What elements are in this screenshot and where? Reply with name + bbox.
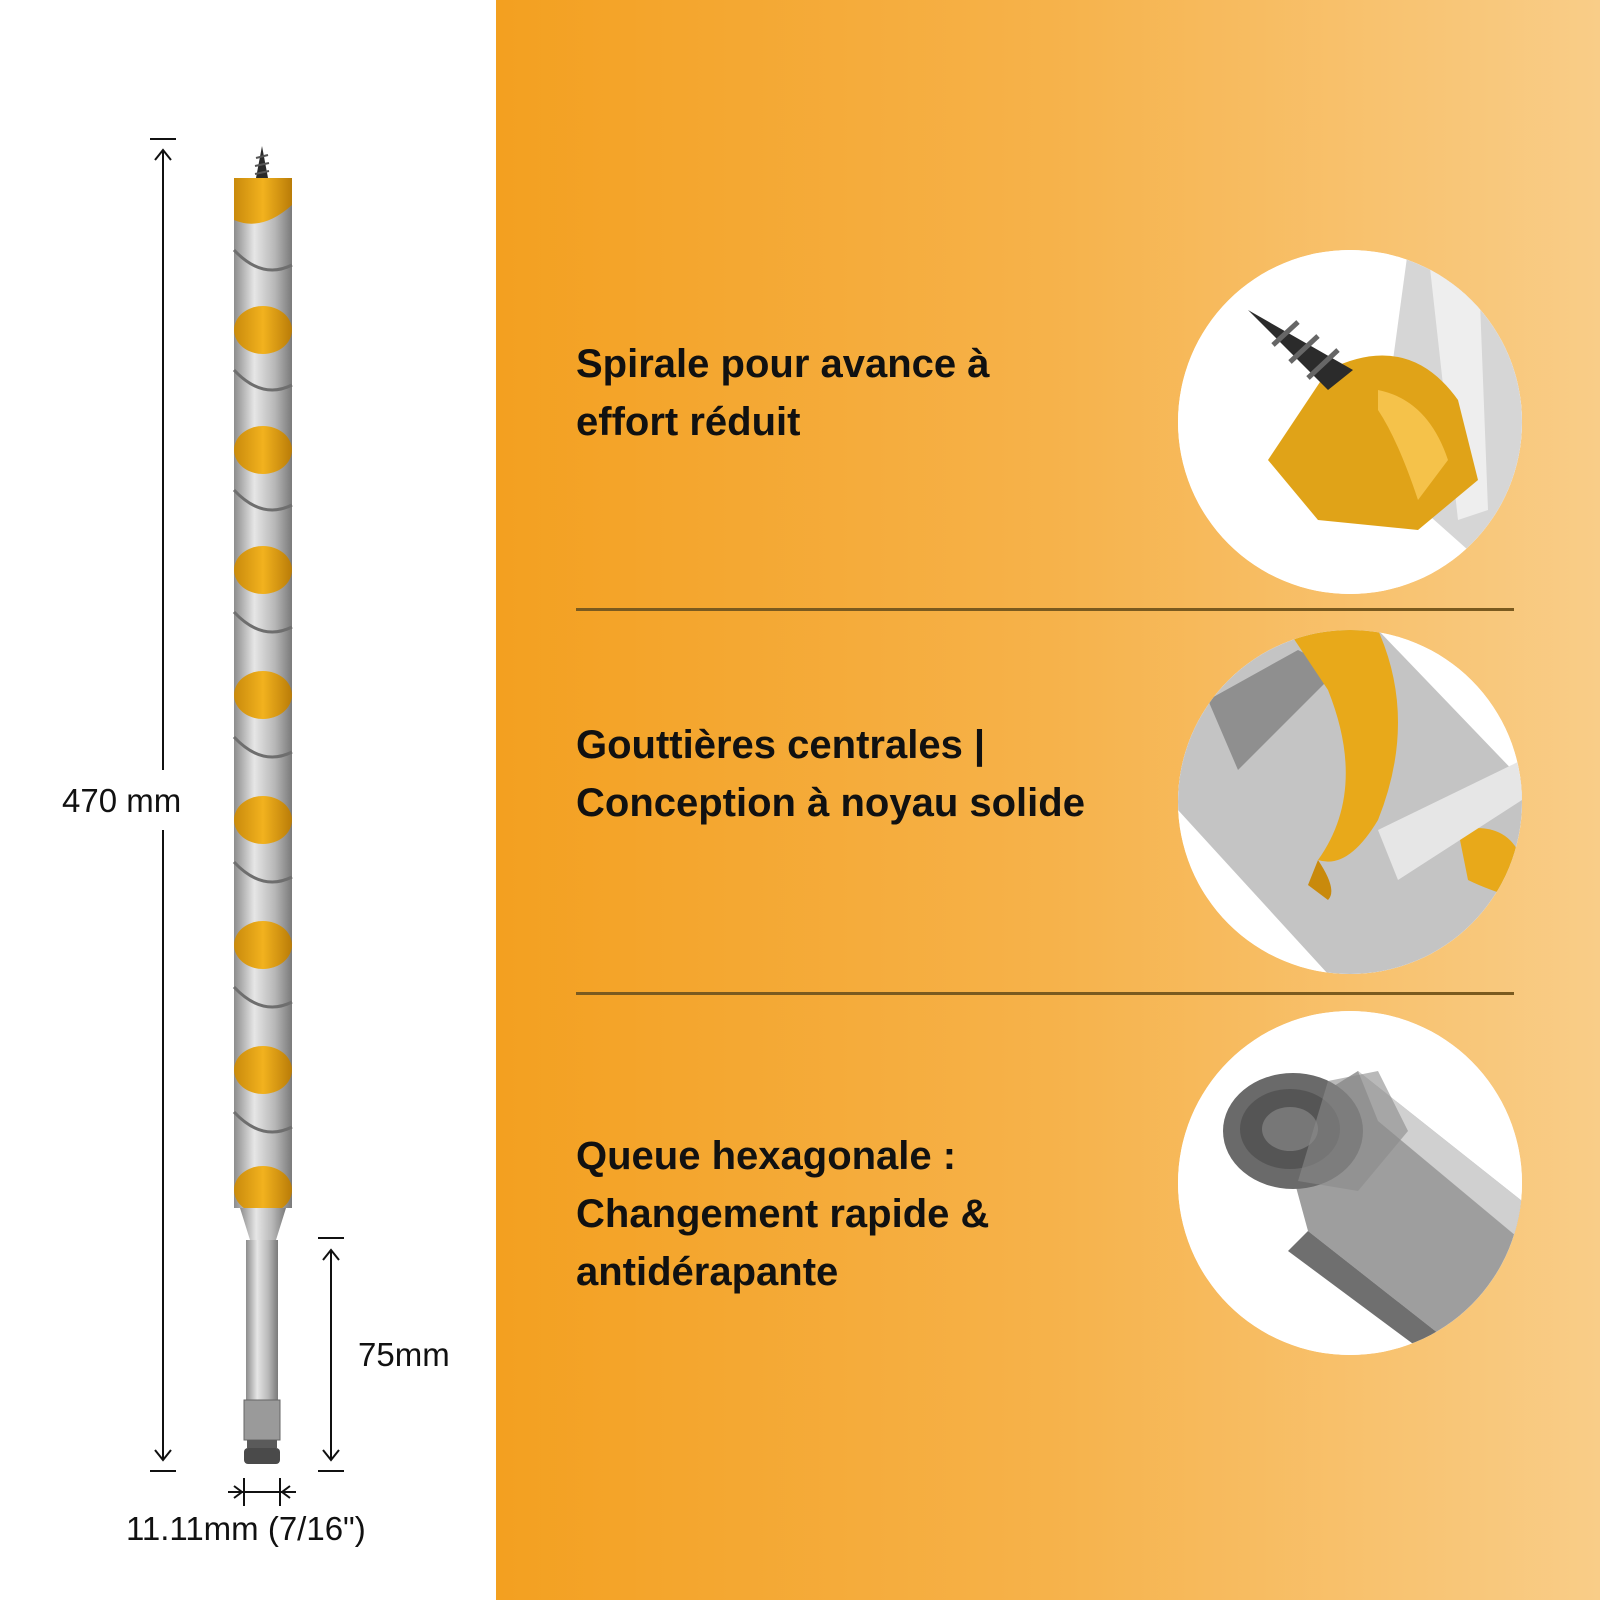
shank-taper — [240, 1208, 286, 1240]
screw-tip — [254, 146, 270, 178]
feature-line: Conception à noyau solide — [576, 781, 1085, 825]
diameter-label: 11.11mm (7/16") — [126, 1510, 366, 1547]
total-length-label: 470 mm — [62, 782, 182, 819]
feature-line: effort réduit — [576, 400, 801, 444]
feature-line: Spirale pour avance à — [576, 342, 990, 386]
screw-tip-closeup-image — [1178, 250, 1522, 594]
hex-end — [244, 1448, 280, 1464]
flute-core-closeup-image — [1178, 630, 1522, 974]
feature-line: antidérapante — [576, 1250, 839, 1294]
spiral-edges — [232, 248, 293, 1134]
feature-line: Changement rapide & — [576, 1192, 990, 1236]
feature-spiral-text: Spirale pour avance à effort réduit — [576, 335, 990, 451]
hex-shank — [243, 1399, 281, 1441]
feature-line: Queue hexagonale : — [576, 1134, 957, 1178]
shank-length-label: 75mm — [358, 1336, 450, 1373]
total-length-dimension-line — [150, 138, 176, 1472]
diameter-dimension-line — [228, 1478, 296, 1506]
hex-groove — [247, 1440, 277, 1448]
shank-length-dimension-line — [318, 1237, 344, 1472]
divider — [576, 608, 1514, 611]
round-shank — [246, 1240, 278, 1400]
divider — [576, 992, 1514, 995]
feature-hex-text: Queue hexagonale : Changement rapide & a… — [576, 1127, 989, 1301]
auger-drill-bit-image — [150, 138, 344, 1506]
hex-shank-closeup-image — [1178, 1011, 1522, 1355]
feature-core-text: Gouttières centrales | Conception à noya… — [576, 716, 1085, 832]
feature-line: Gouttières centrales | — [576, 723, 986, 767]
spiral-flutes — [234, 178, 292, 1214]
